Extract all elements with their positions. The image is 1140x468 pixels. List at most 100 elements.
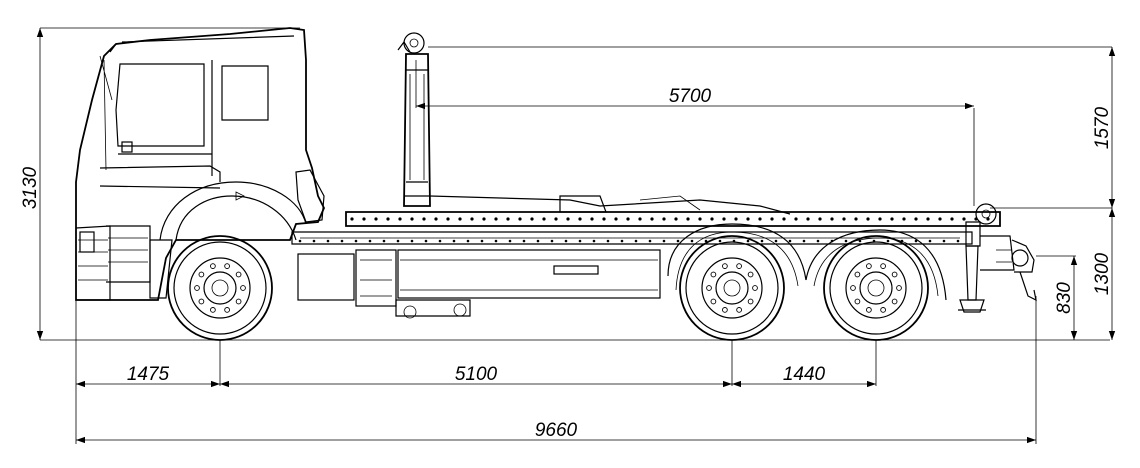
frame-hole [620,239,624,243]
front-wheel [167,235,273,341]
frame-hole [368,239,372,243]
lug-nut [710,298,717,305]
frame-hole [326,239,330,243]
lug-nut [866,263,872,269]
hook-height-label: 1570 [1092,106,1113,149]
wheelbase-label: 5100 [455,364,498,385]
frame-hole [634,239,638,243]
frame-hole [698,217,702,221]
frame-hole [578,217,582,221]
frame-hole [386,217,390,221]
lug-nut [736,263,742,269]
frame-hole [890,217,894,221]
frame-hole [590,217,594,221]
frame-height-label: 1300 [1092,252,1113,295]
frame-hole [746,239,750,243]
frame-hole [676,239,680,243]
frame-hole [518,217,522,221]
lug-nut [224,307,230,313]
frame-hole [446,217,450,221]
lug-nuts [194,263,902,313]
frame-hole [962,217,966,221]
lug-nut [880,263,886,269]
frame-hole [718,239,722,243]
rear-axle-spacing-label: 1440 [783,364,826,385]
frame-hole [424,239,428,243]
lug-nut [710,271,717,278]
frame-hole [878,217,882,221]
frame-hole [758,217,762,221]
frame-hole [434,217,438,221]
frame-hole [794,217,798,221]
frame-hole [466,239,470,243]
chassis-frame [291,211,1001,319]
frame-hole [938,217,942,221]
frame-hole [770,217,774,221]
lug-nut [240,285,246,291]
lug-nut [747,271,754,278]
frame-hole [950,217,954,221]
lug-nut [736,307,742,313]
frame-hole [886,239,890,243]
frame-hole [452,239,456,243]
lug-nut [198,298,205,305]
frame-hole [410,239,414,243]
frame-hole [494,217,498,221]
frame-hole [614,217,618,221]
frame-hole [536,239,540,243]
frame-hole [650,217,654,221]
cab [75,27,325,301]
frame-hole [422,217,426,221]
frame-hole [554,217,558,221]
frame-hole [494,239,498,243]
frame-hole [926,217,930,221]
lug-nut [722,263,728,269]
frame-hole [542,217,546,221]
rear-assembly [958,203,1037,313]
lug-nut [747,298,754,305]
frame-hole [508,239,512,243]
frame-hole [530,217,534,221]
lug-nut [891,298,898,305]
frame-hole [816,239,820,243]
frame-hole [592,239,596,243]
lug-nut [896,285,902,291]
frame-hole [564,239,568,243]
lug-nut [880,307,886,313]
frame-holes [298,217,990,243]
lug-nut [235,298,242,305]
frame-hole [902,217,906,221]
frame-hole [956,239,960,243]
frame-hole [662,239,666,243]
frame-hole [648,239,652,243]
frame-hole [638,217,642,221]
frame-hole [844,239,848,243]
lug-nut [235,271,242,278]
frame-hole [818,217,822,221]
rear-wheel-2 [823,235,929,341]
overall-length-label: 9660 [535,420,578,441]
frame-hole [374,217,378,221]
overall-height-label: 3130 [20,166,41,209]
frame-hole [606,239,610,243]
lug-nut [752,285,758,291]
frame-hole [354,239,358,243]
hook-arm [397,32,791,215]
frame-hole [914,217,918,221]
frame-hole [734,217,738,221]
frame-hole [482,217,486,221]
lug-nut [891,271,898,278]
frame-hole [914,239,918,243]
frame-hole [686,217,690,221]
lug-nut [706,285,712,291]
frame-hole [830,217,834,221]
coupling-height-label: 830 [1054,282,1075,314]
frame-hole [550,239,554,243]
frame-hole [382,239,386,243]
lug-nut [210,307,216,313]
lug-nut [224,263,230,269]
truck-outline [40,27,1110,341]
frame-hole [662,217,666,221]
frame-hole [710,217,714,221]
